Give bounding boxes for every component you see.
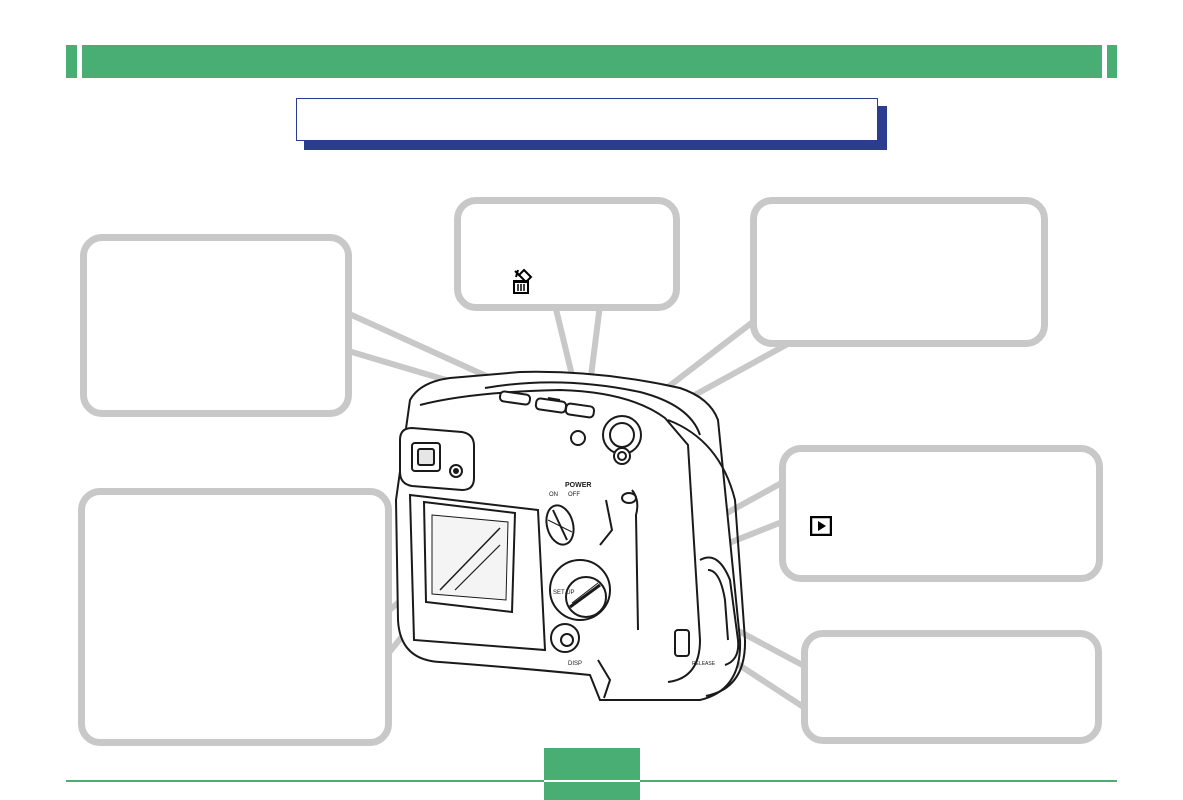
callout-box-zoom-button — [80, 234, 352, 417]
header-band-left-segment — [66, 45, 77, 78]
page-number-tab — [544, 748, 640, 800]
disp-label: DISP — [568, 661, 582, 667]
callout-box-power-switch — [801, 630, 1102, 744]
mode-setup-label: SET UP — [553, 590, 575, 596]
side-slot — [597, 489, 740, 699]
callout-box-mode-dial — [779, 445, 1103, 582]
trash-can-delete-icon — [513, 268, 533, 294]
play-mode-icon — [810, 516, 832, 536]
page-title-box — [296, 98, 878, 141]
viewfinder — [399, 426, 475, 492]
power-on-label: ON — [549, 492, 558, 498]
callout-box-shutter-button — [750, 197, 1048, 347]
power-switch — [545, 504, 575, 546]
page-tab-divider — [544, 780, 640, 782]
lcd-screen — [408, 493, 547, 652]
power-off-label: OFF — [568, 492, 580, 498]
release-label: RELEASE — [692, 661, 716, 667]
header-band-right-segment — [1107, 45, 1117, 78]
header-band — [82, 45, 1102, 78]
top-buttons — [498, 390, 596, 419]
disp-button — [550, 623, 580, 653]
callout-box-top-buttons — [454, 197, 680, 311]
strap-loop — [621, 492, 637, 504]
shutter-button — [570, 415, 642, 465]
power-label: POWER — [565, 482, 591, 489]
callout-box-lcd-monitor — [78, 488, 392, 746]
mode-dial — [549, 559, 611, 621]
